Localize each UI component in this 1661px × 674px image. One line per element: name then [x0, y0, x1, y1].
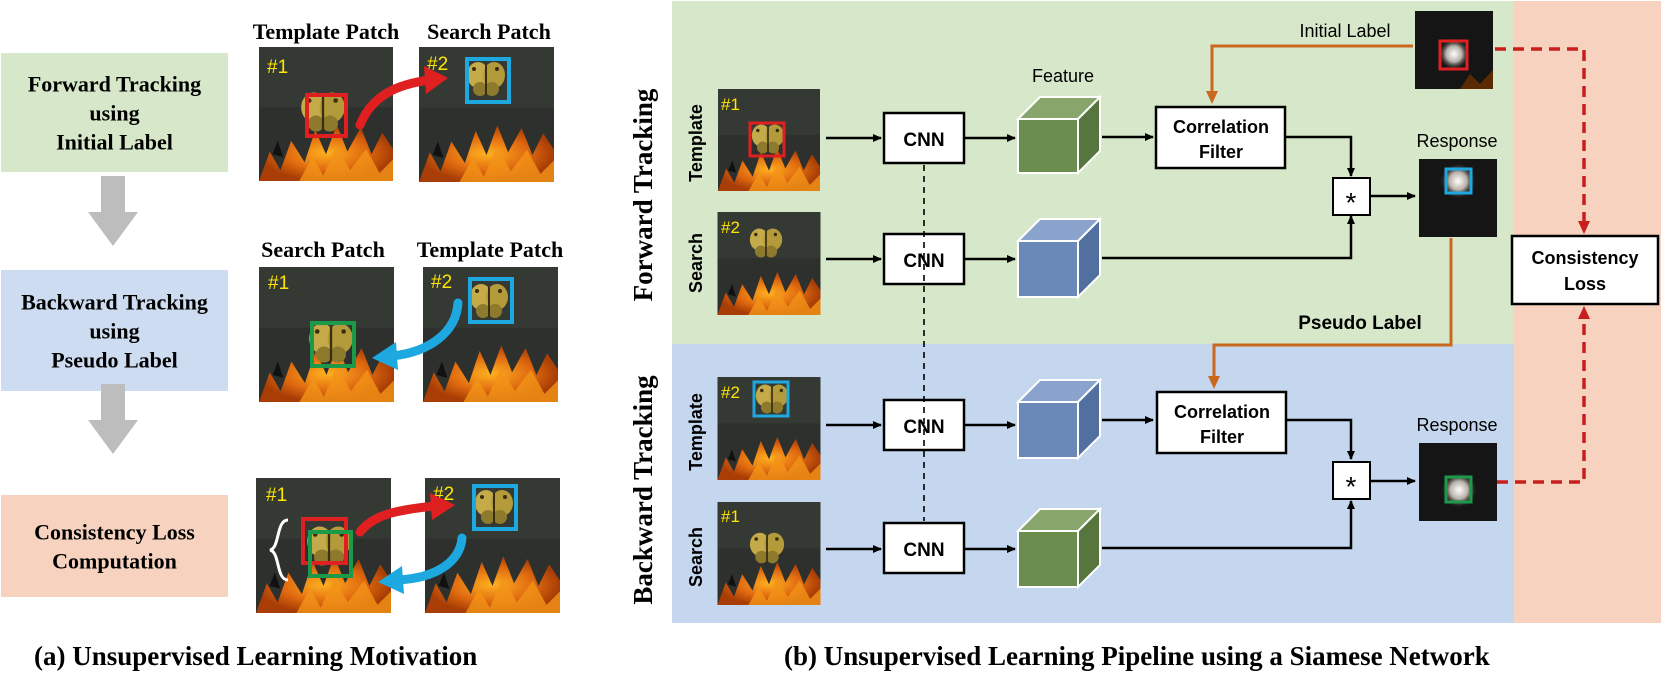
step-1-line-2: using	[89, 101, 139, 126]
row2-search-image: #1	[259, 267, 394, 402]
row1-red-arrowhead-icon	[424, 66, 448, 94]
pseudo-label-arrow-icon	[1208, 238, 1453, 389]
fwd-multiply-operator: *	[1332, 177, 1371, 218]
bwd-response-label: Response	[1416, 415, 1497, 435]
fwd-search-feature-cube	[1015, 216, 1103, 300]
feature-label: Feature	[1032, 66, 1094, 86]
bwd-template-label: Template	[686, 393, 706, 471]
step-2-line-3: Pseudo Label	[51, 348, 178, 373]
consistency-loss-line1: Consistency	[1531, 248, 1638, 268]
row3-right-image: #2	[425, 478, 560, 613]
step-3-line-1: Consistency Loss	[34, 520, 195, 545]
row2-blue-arrowhead-icon	[372, 342, 398, 370]
initial-label-arrow-icon	[1206, 44, 1413, 104]
row1-right-tag: #2	[427, 54, 448, 75]
row1-left-header: Template Patch	[253, 19, 399, 44]
loss-region	[1514, 1, 1661, 623]
cnn-label: CNN	[903, 130, 944, 151]
step-2-line-2: using	[89, 319, 139, 344]
step-1-line-3: Initial Label	[56, 130, 173, 155]
bwd-search-tag: #1	[721, 507, 740, 526]
correlation-filter-line1: Correlation	[1173, 117, 1269, 137]
row2-left-tag: #1	[268, 273, 289, 294]
initial-label-map	[1415, 11, 1493, 89]
cnn-box-1: CNN	[882, 111, 966, 165]
row2-template-image: #2	[423, 267, 558, 402]
pseudo-label-text: Pseudo Label	[1298, 313, 1422, 334]
consistency-loss-line2: Loss	[1564, 274, 1606, 294]
bwd-template-image: #2	[717, 377, 821, 480]
bwd-correlation-filter: Correlation Filter	[1155, 390, 1288, 455]
row3-red-arrow-icon	[355, 501, 439, 537]
multiply-symbol: *	[1346, 187, 1357, 218]
fwd-correlation-filter: Correlation Filter	[1154, 105, 1287, 170]
backward-tracking-label: Backward Tracking	[628, 375, 658, 605]
response-to-loss-dashed-arrow-icon	[1497, 306, 1590, 484]
consistency-loss-box: Consistency Loss	[1510, 234, 1660, 306]
row1-template-image: #1	[259, 47, 393, 181]
arrow-icon	[1102, 500, 1355, 550]
row1-left-tag: #1	[267, 57, 288, 78]
bwd-template-feature-cube	[1015, 377, 1103, 461]
left-caption: (a) Unsupervised Learning Motivation	[34, 641, 477, 671]
step-3-line-2: Computation	[52, 549, 177, 574]
bwd-template-tag: #2	[721, 383, 740, 402]
bwd-search-feature-cube	[1015, 506, 1103, 590]
fwd-response-label: Response	[1416, 131, 1497, 151]
arrow-icon	[1102, 215, 1355, 260]
down-arrow-1-icon	[88, 176, 138, 246]
multiply-symbol: *	[1346, 471, 1357, 502]
row2-right-tag: #2	[431, 272, 452, 293]
row3-left-tag: #1	[266, 485, 287, 506]
initial-label-text: Initial Label	[1299, 21, 1390, 41]
cnn-label: CNN	[903, 540, 944, 561]
row1-search-image: #2	[419, 47, 554, 182]
row3-left-image: #1	[256, 478, 391, 613]
step-2-line-1: Backward Tracking	[21, 290, 208, 315]
cnn-box-4: CNN	[882, 521, 966, 575]
row3-red-arrowhead-icon	[430, 493, 455, 520]
row1-red-arrow-icon	[355, 75, 435, 130]
row3-bracket-icon	[269, 518, 289, 582]
fwd-search-tag: #2	[721, 218, 740, 237]
row3-blue-arrowhead-icon	[378, 566, 404, 594]
row1-right-header: Search Patch	[427, 19, 551, 44]
fwd-template-label: Template	[686, 104, 706, 182]
cnn-label: CNN	[903, 251, 944, 272]
correlation-filter-line1: Correlation	[1174, 402, 1270, 422]
bwd-response-map	[1419, 443, 1497, 521]
bwd-search-label: Search	[686, 527, 706, 587]
step-1-line-1: Forward Tracking	[28, 72, 201, 97]
fwd-template-feature-cube	[1015, 94, 1103, 176]
fwd-template-image: #1	[718, 89, 820, 191]
forward-tracking-label: Forward Tracking	[628, 88, 658, 301]
cnn-box-3: CNN	[882, 398, 966, 452]
arrow-icon	[1285, 135, 1355, 177]
right-caption: (b) Unsupervised Learning Pipeline using…	[784, 641, 1490, 671]
down-arrow-2-icon	[88, 384, 138, 454]
arrow-icon	[1286, 418, 1355, 460]
row3-blue-arrow-icon	[393, 533, 467, 585]
bwd-multiply-operator: *	[1332, 461, 1371, 502]
initial-to-loss-dashed-arrow-icon	[1495, 47, 1590, 234]
fwd-response-map	[1419, 159, 1497, 237]
bwd-search-image: #1	[717, 502, 821, 605]
correlation-filter-line2: Filter	[1200, 427, 1244, 447]
correlation-filter-line2: Filter	[1199, 142, 1243, 162]
fwd-template-tag: #1	[721, 95, 740, 114]
fwd-search-image: #2	[717, 212, 821, 315]
cnn-label: CNN	[903, 417, 944, 438]
row2-right-header: Template Patch	[417, 237, 563, 262]
row2-left-header: Search Patch	[261, 237, 385, 262]
row2-blue-arrow-icon	[387, 298, 463, 361]
fwd-search-label: Search	[686, 233, 706, 293]
